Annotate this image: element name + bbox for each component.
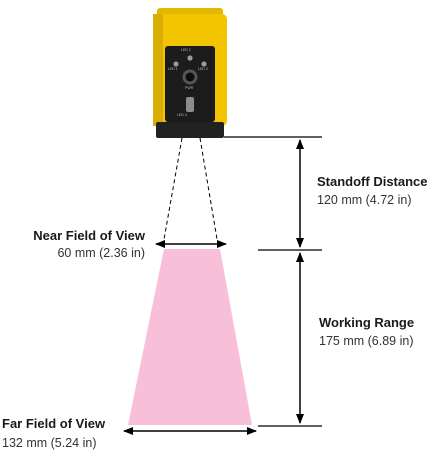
near-fov-title: Near Field of View — [33, 228, 145, 243]
far-fov-title: Far Field of View — [2, 416, 106, 431]
power-label: PWR — [185, 86, 194, 90]
working-range-value: 175 mm (6.89 in) — [319, 334, 414, 348]
led-3-indicator — [201, 61, 207, 67]
led-4-label: LED 4 — [177, 113, 187, 117]
led-1-label: LED 1 — [168, 67, 178, 71]
field-of-view-area — [128, 249, 252, 425]
near-fov-dashed-right — [199, 137, 219, 246]
near-fov-dashed-left — [162, 137, 183, 246]
working-range-title: Working Range — [319, 315, 415, 330]
connector-port — [186, 97, 194, 112]
far-fov-value: 132 mm (5.24 in) — [2, 436, 97, 450]
led-2-label: LED 2 — [181, 48, 191, 52]
camera-base — [156, 122, 224, 138]
led-2-indicator — [187, 55, 193, 61]
led-3-label: LED 3 — [198, 67, 208, 71]
camera-body-shade — [153, 14, 163, 126]
camera-device — [153, 8, 227, 138]
lens — [185, 72, 195, 82]
led-1-indicator — [173, 61, 179, 67]
standoff-distance-title: Standoff Distance — [317, 174, 428, 189]
standoff-distance-value: 120 mm (4.72 in) — [317, 193, 412, 207]
near-fov-value: 60 mm (2.36 in) — [57, 246, 145, 260]
